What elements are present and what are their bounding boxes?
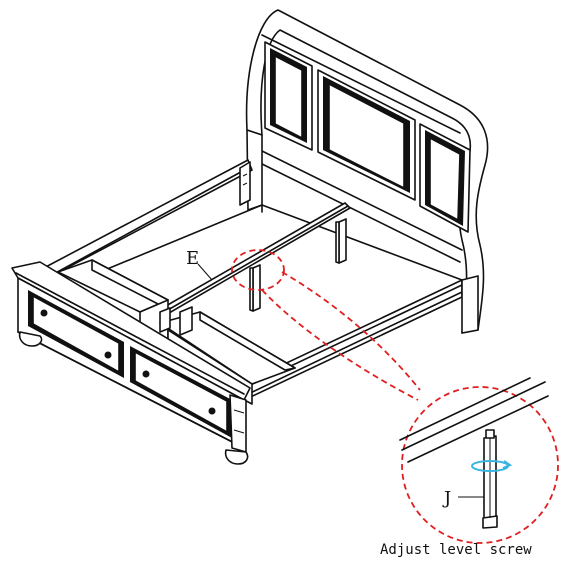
left-side-rail	[39, 159, 253, 281]
leg-label: J	[442, 488, 451, 509]
detail-callout	[231, 249, 559, 544]
slat-label: E	[186, 248, 199, 269]
right-side-rail	[239, 279, 463, 403]
support-legs	[249, 218, 347, 312]
circular-arrow-icon	[471, 460, 513, 472]
right-post-foot	[461, 275, 479, 334]
detail-zoom	[399, 377, 549, 529]
interior-lines	[99, 204, 463, 281]
headboard	[245, 9, 489, 334]
slat-leader	[197, 263, 213, 281]
footboard	[11, 261, 251, 465]
detail-caption: Adjust level screw	[380, 542, 532, 558]
